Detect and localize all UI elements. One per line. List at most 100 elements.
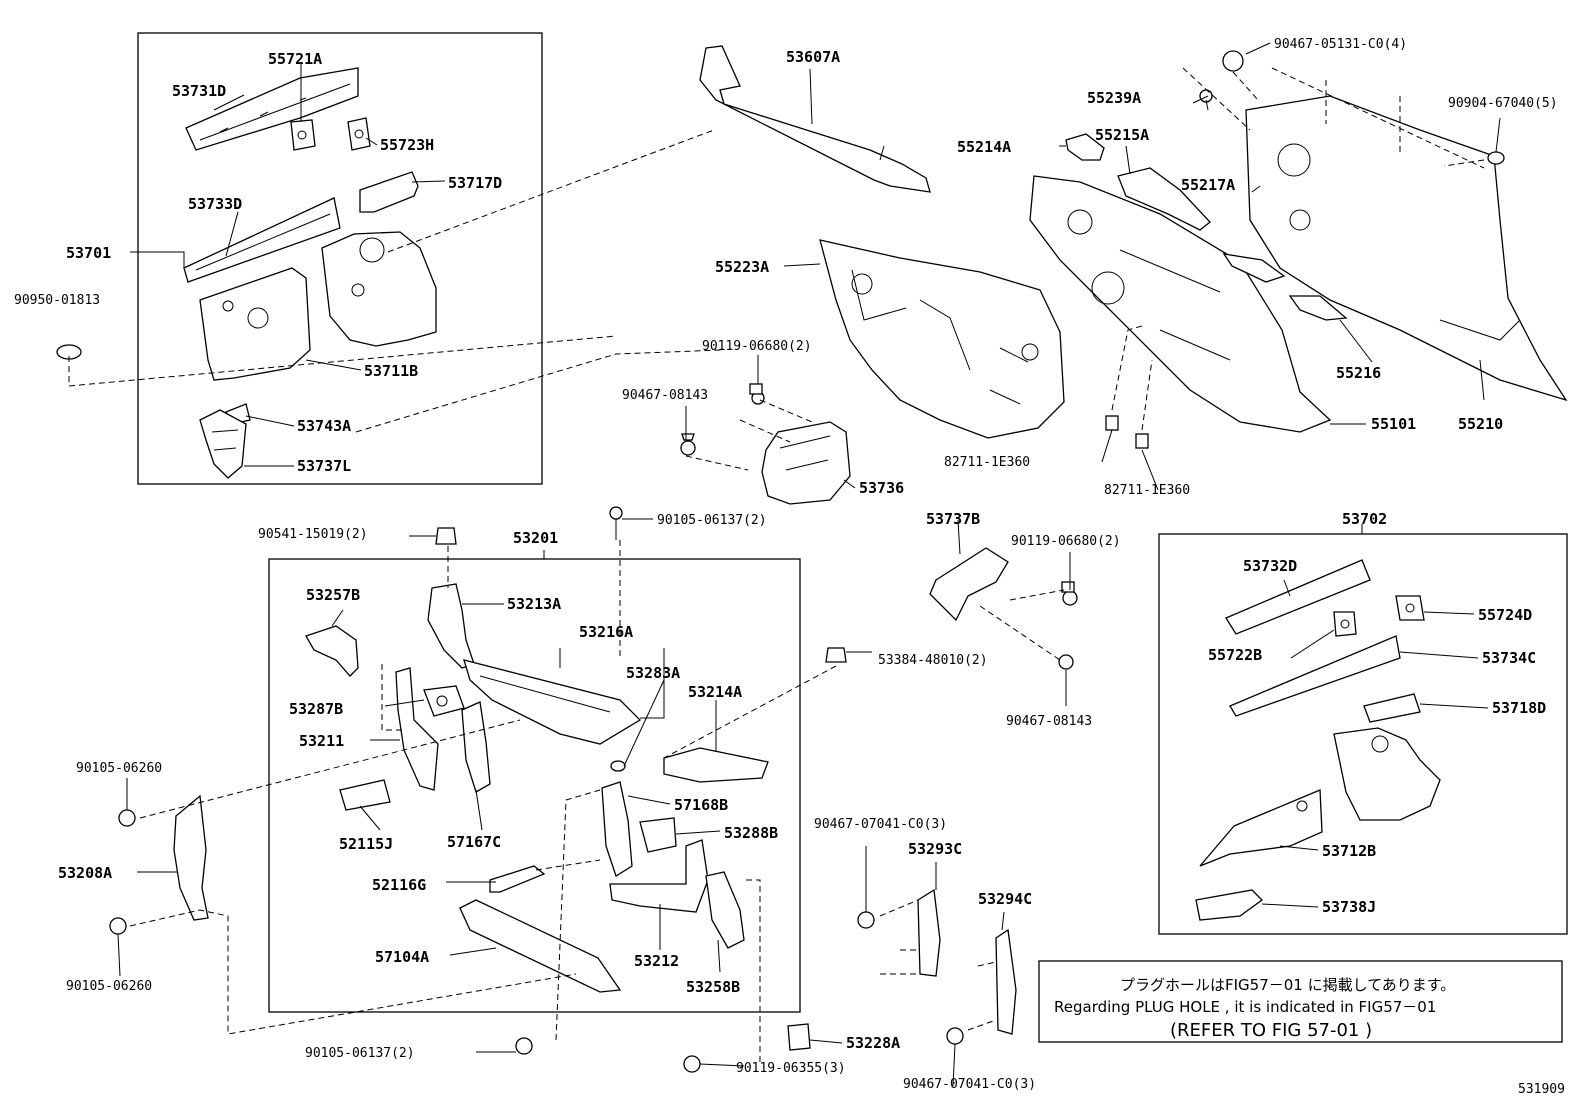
part-shape-53208A — [173, 794, 209, 921]
part-shape-90105-06260-bottom — [109, 917, 127, 935]
part-shape-apron-upper-rh — [1333, 727, 1441, 821]
figure-number: 531909 — [1518, 1082, 1565, 1097]
part-shape-53737B — [929, 547, 1009, 622]
label-90119-06680-b: 90119-06680(2) — [1011, 534, 1121, 549]
label-82711-1E360-b: 82711-1E360 — [1104, 483, 1190, 498]
label-53283A: 53283A — [626, 664, 680, 682]
part-shape-90467-07041-b — [946, 1027, 964, 1045]
part-shape-53287B — [423, 685, 465, 717]
part-shape-57168B — [601, 781, 633, 877]
label-90541-15019: 90541-15019(2) — [258, 527, 368, 542]
label-90105-06137-a: 90105-06137(2) — [657, 513, 767, 528]
part-shape-53731D — [185, 67, 359, 151]
label-53384-48010: 53384-48010(2) — [878, 653, 988, 668]
label-90467-08143-a: 90467-08143 — [622, 388, 708, 403]
part-shape-52115J — [339, 779, 391, 811]
part-shape-90105-06137-bottom — [515, 1037, 533, 1055]
label-55101: 55101 — [1371, 415, 1416, 433]
label-53211: 53211 — [299, 732, 344, 750]
part-shape-55214A — [1065, 133, 1105, 161]
part-shape-55724D — [1395, 595, 1425, 621]
label-53734C: 53734C — [1482, 649, 1536, 667]
label-55216: 55216 — [1336, 364, 1381, 382]
label-57167C: 57167C — [447, 833, 501, 851]
part-shape-apron-upper — [321, 231, 437, 347]
label-53212: 53212 — [634, 952, 679, 970]
part-shape-53733D — [183, 197, 341, 283]
part-shape-90119-06680-b — [1061, 581, 1078, 606]
part-shape-53257B — [305, 625, 359, 677]
label-90950-01813: 90950-01813 — [14, 293, 100, 308]
label-53737L: 53737L — [297, 457, 351, 475]
label-53213A: 53213A — [507, 595, 561, 613]
label-53712B: 53712B — [1322, 842, 1376, 860]
part-shape-53737L — [199, 409, 247, 479]
part-shape-90105-06260-top — [118, 809, 136, 827]
label-53288B: 53288B — [724, 824, 778, 842]
label-53287B: 53287B — [289, 700, 343, 718]
label-55214A: 55214A — [957, 138, 1011, 156]
part-shape-53711B — [199, 267, 311, 381]
part-shape-53736 — [761, 421, 851, 505]
label-53701: 53701 — [66, 244, 111, 262]
label-53736: 53736 — [859, 479, 904, 497]
label-53216A: 53216A — [579, 623, 633, 641]
part-shape-53718D — [1363, 693, 1421, 723]
part-shape-53607A — [699, 45, 931, 193]
part-shape-55223A — [819, 239, 1065, 439]
label-52115J: 52115J — [339, 835, 393, 853]
part-shape-55210 — [1245, 95, 1568, 402]
label-53733D: 53733D — [188, 195, 242, 213]
label-90467-05131: 90467-05131-C0(4) — [1274, 37, 1407, 52]
part-shape-53258B — [705, 871, 745, 949]
label-53228A: 53228A — [846, 1034, 900, 1052]
label-90105-06137-b: 90105-06137(2) — [305, 1046, 415, 1061]
label-55239A: 55239A — [1087, 89, 1141, 107]
label-53607A: 53607A — [786, 48, 840, 66]
label-55722B: 55722B — [1208, 646, 1262, 664]
label-90467-07041-a: 90467-07041-C0(3) — [814, 817, 947, 832]
part-shape-53211 — [395, 667, 439, 791]
label-90105-06260-b: 90105-06260 — [66, 979, 152, 994]
label-90467-07041-b: 90467-07041-C0(3) — [903, 1077, 1036, 1092]
label-55723H: 55723H — [380, 136, 434, 154]
plug-hole-note-english: Regarding PLUG HOLE , it is indicated in… — [1054, 998, 1436, 1016]
group-frame-53701 — [137, 32, 543, 485]
part-shape-53734C — [1229, 635, 1401, 717]
label-90467-08143-b: 90467-08143 — [1006, 714, 1092, 729]
part-shape-90467-07041-a — [857, 911, 875, 929]
label-90105-06260-a: 90105-06260 — [76, 761, 162, 776]
label-55724D: 55724D — [1478, 606, 1532, 624]
label-53208A: 53208A — [58, 864, 112, 882]
part-shape-55215A — [1117, 167, 1211, 231]
label-53738J: 53738J — [1322, 898, 1376, 916]
label-57168B: 57168B — [674, 796, 728, 814]
part-shape-52116G — [489, 865, 546, 893]
part-shape-82711-clips — [1105, 415, 1149, 449]
part-shape-53732D — [1225, 559, 1371, 635]
part-shape-55239A — [1199, 89, 1213, 111]
label-53201: 53201 — [513, 529, 558, 547]
part-shape-55721A — [290, 119, 316, 151]
label-53711B: 53711B — [364, 362, 418, 380]
plug-hole-note-box — [1038, 960, 1563, 1043]
label-55210: 55210 — [1458, 415, 1503, 433]
group-frame-53702 — [1158, 533, 1568, 935]
group-frame-53201 — [268, 558, 801, 1013]
part-shape-90467-08143 — [680, 433, 696, 456]
part-shape-90119-06355 — [683, 1055, 701, 1073]
part-shape-53283A — [610, 760, 626, 772]
part-shape-90467-05131 — [1222, 50, 1244, 72]
part-shape-57167C — [461, 701, 491, 793]
label-55721A: 55721A — [268, 50, 322, 68]
label-53294C: 53294C — [978, 890, 1032, 908]
label-90904-67040: 90904-67040(5) — [1448, 96, 1558, 111]
part-shape-53216A — [463, 659, 642, 745]
part-shape-53717D — [359, 171, 419, 213]
part-shape-55217A — [1222, 253, 1286, 283]
label-52116G: 52116G — [372, 876, 426, 894]
part-shape-53213A — [427, 583, 475, 669]
part-shape-90119-06680 — [749, 383, 765, 405]
part-shape-90105-06137-top — [609, 506, 623, 540]
